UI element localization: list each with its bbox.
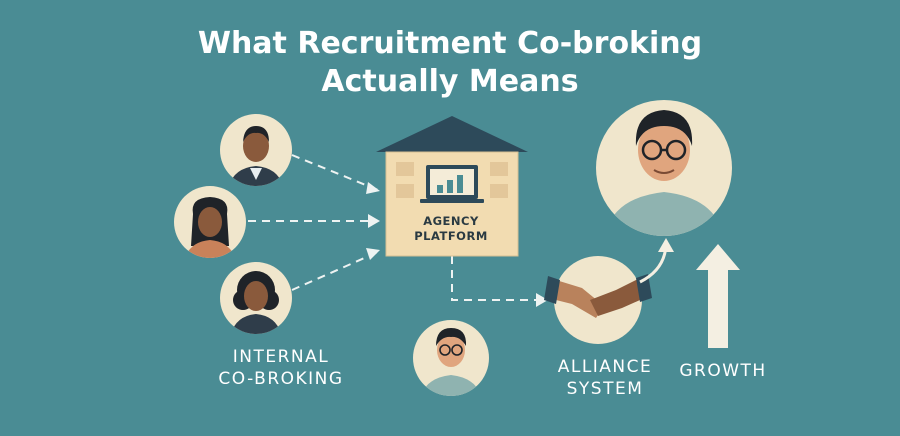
arrow-platform-to-alliance xyxy=(451,256,542,301)
laptop-chart-icon xyxy=(420,165,484,203)
roof xyxy=(376,116,528,152)
handshake-icon xyxy=(544,256,652,344)
agency-platform-label: AGENCY PLATFORM xyxy=(414,214,488,243)
agency-platform-building[interactable] xyxy=(376,116,528,257)
arrow-agent3-to-platform xyxy=(291,251,379,291)
manager-avatar xyxy=(596,100,732,236)
dashed-arrows xyxy=(248,154,542,301)
title-line-1: What Recruitment Co-broking xyxy=(197,26,703,61)
arrow-agent1-to-platform xyxy=(291,154,379,191)
agent-avatar-4 xyxy=(413,320,489,396)
internal-co-broking-label: INTERNAL CO-BROKING xyxy=(218,347,344,389)
agent-avatar-3 xyxy=(220,262,292,334)
alliance-system-label: ALLIANCE SYSTEM xyxy=(557,357,653,399)
arrowheads xyxy=(366,182,548,307)
agent-avatar-1 xyxy=(220,114,292,186)
growth-label: GROWTH xyxy=(679,361,767,381)
agent-avatar-2 xyxy=(174,186,246,258)
growth-arrow-icon xyxy=(696,244,740,348)
title-line-2: Actually Means xyxy=(321,64,579,99)
